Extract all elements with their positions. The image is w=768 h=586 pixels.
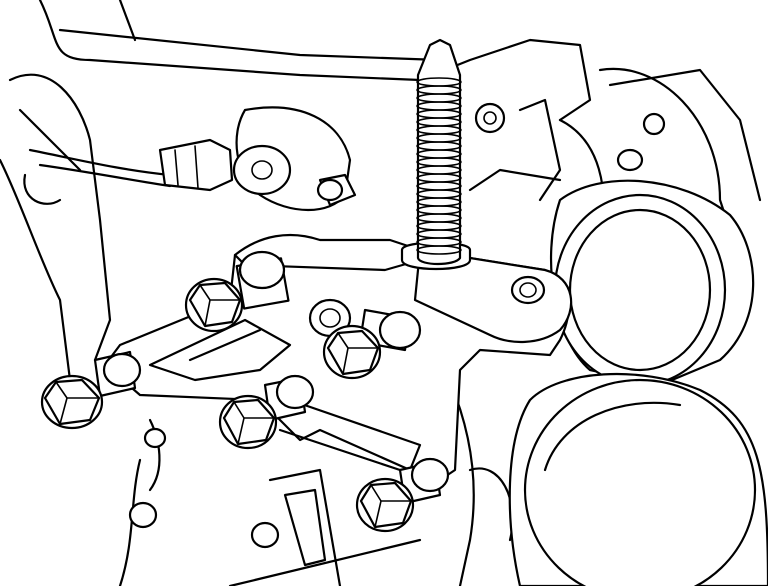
dowel-pin xyxy=(143,427,167,449)
flange-bolt xyxy=(40,350,142,430)
flange-bolt xyxy=(322,308,422,380)
flange-bolt xyxy=(218,374,315,450)
dowel-pin xyxy=(616,148,644,172)
pulley xyxy=(508,372,768,586)
pulley xyxy=(549,179,755,387)
flange-bolt xyxy=(355,457,450,533)
engine-block-boss xyxy=(232,106,352,211)
guide-stud xyxy=(400,38,472,271)
dowel-pin xyxy=(474,102,506,134)
dowel-pin xyxy=(250,521,280,549)
stud-threads xyxy=(416,77,462,255)
dowel-pin xyxy=(642,112,666,136)
wire-harness-connector xyxy=(158,138,234,192)
flange-bolt xyxy=(184,250,290,333)
dowel-pin xyxy=(128,501,158,529)
stud-thread xyxy=(416,245,462,255)
dowel-pin xyxy=(316,173,357,207)
